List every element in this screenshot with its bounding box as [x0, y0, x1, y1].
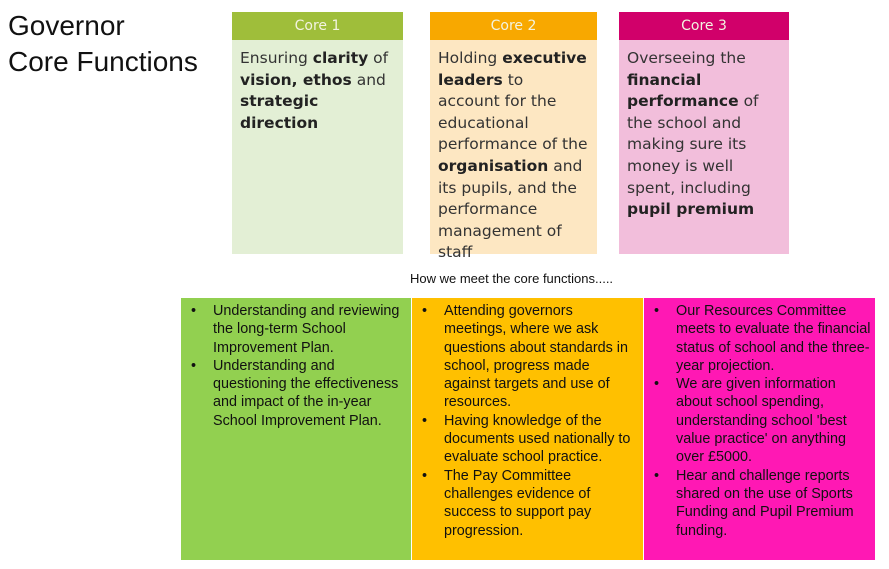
core-3-card: Core 3 Overseeing the financial performa…	[619, 12, 789, 254]
list-item-text: Understanding and reviewing the long-ter…	[213, 303, 400, 356]
title-line-2: Core Functions	[8, 46, 198, 77]
bold-text: clarity	[312, 49, 369, 67]
bullet-icon: •	[422, 467, 428, 484]
bold-text: vision, ethos	[240, 70, 352, 89]
core-3-header: Core 3	[619, 12, 789, 40]
text: to account for the educational performan…	[438, 70, 588, 154]
core-2-column: • Attending governors meetings, where we …	[412, 298, 644, 560]
core-1-body: Ensuring clarity of vision, ethos and st…	[232, 40, 403, 254]
core-2-header: Core 2	[430, 12, 597, 40]
bold-text: pupil premium	[627, 200, 755, 219]
list-item-text: We are given information about school sp…	[676, 376, 847, 466]
core-1-column: • Understanding and reviewing the long-te…	[181, 298, 412, 560]
list-item-text: Our Resources Committee meets to evaluat…	[676, 303, 871, 374]
text: and	[351, 70, 386, 89]
list-item: • Having knowledge of the documents used …	[418, 412, 639, 467]
bullet-icon: •	[654, 467, 660, 484]
bullet-icon: •	[191, 303, 197, 319]
core-functions-table: • Understanding and reviewing the long-te…	[181, 298, 875, 560]
bullet-icon: •	[422, 303, 428, 319]
core-3-body: Overseeing the financial performance of …	[619, 40, 789, 254]
core-1-header: Core 1	[232, 12, 403, 40]
text: and its pupils, and the performance mana…	[438, 156, 583, 262]
core-2-card: Core 2 Holding executive leaders to acco…	[430, 12, 597, 261]
core-1-card: Core 1 Ensuring clarity of vision, ethos…	[232, 12, 403, 254]
text: Ensuring	[240, 49, 313, 67]
bullet-icon: •	[191, 357, 197, 374]
bold-text: strategic direction	[240, 92, 319, 132]
core-3-column: • Our Resources Committee meets to evalua…	[644, 298, 875, 560]
list-item: • Understanding and reviewing the long-te…	[187, 302, 407, 357]
list-item-text: Attending governors meetings, where we a…	[444, 303, 629, 411]
list-item: • Attending governors meetings, where we …	[418, 302, 639, 412]
text: Holding	[438, 49, 503, 67]
subtitle: How we meet the core functions.....	[410, 271, 614, 286]
list-item: • Hear and challenge reports shared on th…	[650, 467, 871, 540]
list-item: • The Pay Committee challenges evidence o…	[418, 467, 639, 540]
bullet-icon: •	[654, 303, 660, 319]
list-item-text: Having knowledge of the documents used n…	[444, 412, 631, 466]
list-item: • We are given information about school s…	[650, 375, 871, 466]
list-item-text: The Pay Committee challenges evidence of…	[444, 467, 592, 539]
text: Overseeing the	[627, 49, 746, 67]
list-item-text: Hear and challenge reports shared on the…	[676, 467, 854, 539]
text: of the school and making sure its money …	[627, 92, 759, 197]
list-item-text: Understanding and questioning the effect…	[213, 357, 399, 429]
list-item: • Understanding and questioning the effec…	[187, 357, 407, 430]
text: of	[368, 49, 389, 67]
bullet-icon: •	[654, 376, 660, 393]
list-item: • Our Resources Committee meets to evalua…	[650, 302, 871, 375]
bullet-icon: •	[422, 412, 428, 429]
bold-text: financial performance	[627, 70, 739, 111]
bold-text: organisation	[438, 156, 549, 175]
page-title: Governor Core Functions	[8, 8, 198, 80]
core-2-body: Holding executive leaders to account for…	[430, 40, 597, 261]
bold-text: executive leaders	[438, 49, 587, 89]
title-line-1: Governor	[8, 10, 125, 41]
